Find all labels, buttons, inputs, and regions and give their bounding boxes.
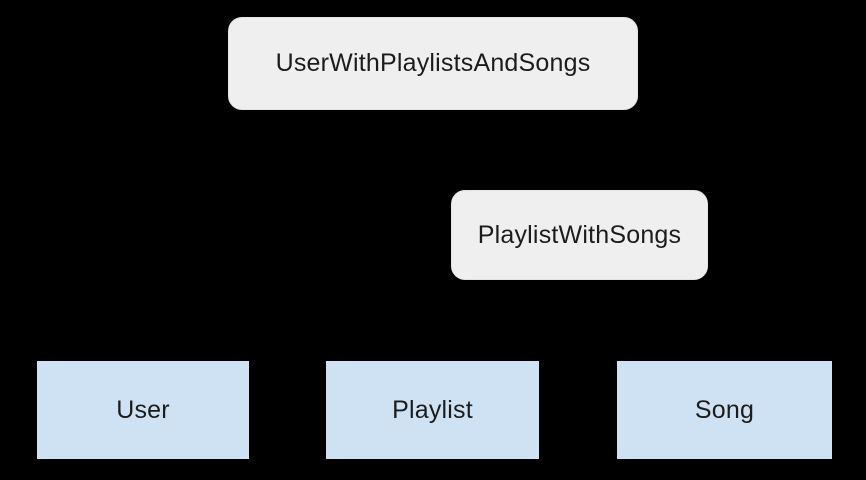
node-user: User — [36, 360, 250, 460]
node-label: Song — [694, 395, 755, 424]
node-label: PlaylistWithSongs — [477, 220, 682, 249]
node-label: UserWithPlaylistsAndSongs — [275, 49, 591, 77]
node-playlist-with-songs: PlaylistWithSongs — [451, 190, 708, 280]
node-user-with-playlists-and-songs: UserWithPlaylistsAndSongs — [228, 17, 638, 110]
node-label: User — [116, 395, 170, 424]
node-playlist: Playlist — [325, 360, 540, 460]
node-song: Song — [616, 360, 833, 460]
node-label: Playlist — [392, 395, 473, 424]
